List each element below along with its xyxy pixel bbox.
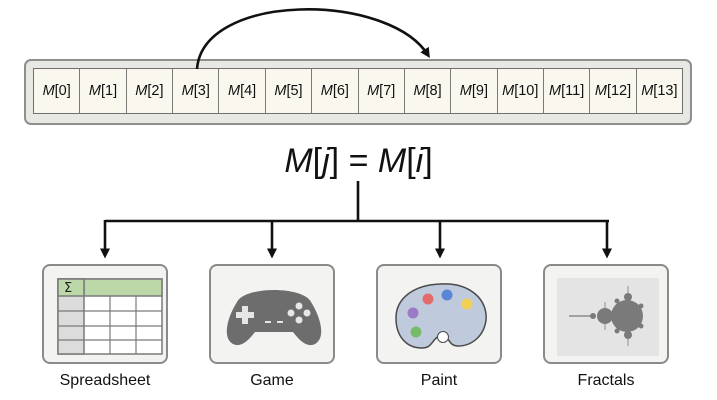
- memory-cell-9: M[9]: [451, 69, 498, 113]
- memory-cell-0: M[0]: [34, 69, 81, 113]
- formula-lhs-close: ]: [329, 142, 340, 180]
- cell-index: [13]: [653, 83, 678, 99]
- memory-cell-8: M[8]: [405, 69, 452, 113]
- formula-lhs-open: [: [312, 142, 323, 180]
- cell-array-name: M: [274, 83, 287, 99]
- cell-array-name: M: [459, 83, 472, 99]
- formula-rhs-close: ]: [423, 142, 433, 180]
- tree-connector: [105, 181, 609, 223]
- cell-index: [10]: [514, 83, 539, 99]
- cell-array-name: M: [42, 83, 55, 99]
- formula-lhs-var: M: [284, 142, 313, 180]
- cell-index: [6]: [332, 83, 349, 99]
- memory-cell-7: M[7]: [359, 69, 405, 113]
- cell-index: [7]: [379, 83, 396, 99]
- cell-index: [5]: [286, 83, 303, 99]
- cell-array-name: M: [594, 83, 607, 99]
- memory-cell-5: M[5]: [266, 69, 313, 113]
- memory-cell-4: M[4]: [219, 69, 266, 113]
- paint-palette-icon: [395, 283, 487, 349]
- cell-array-name: M: [502, 83, 515, 99]
- assignment-formula: M[j] = M[i]: [0, 139, 717, 183]
- cell-index: [1]: [101, 83, 118, 99]
- formula-rhs-var: M: [377, 142, 407, 180]
- cell-index: [8]: [425, 83, 442, 99]
- memory-cell-10: M[10]: [498, 69, 544, 113]
- cell-array-name: M: [549, 83, 562, 99]
- fractals-label: Fractals: [577, 372, 635, 389]
- cell-array-name: M: [88, 83, 102, 99]
- memory-cell-3: M[3]: [173, 69, 220, 113]
- memory-cell-13: M[13]: [637, 69, 682, 113]
- cell-array-name: M: [641, 83, 654, 99]
- paint-card: [376, 264, 502, 364]
- gamepad-icon: [226, 290, 322, 346]
- cell-index: [9]: [471, 83, 489, 99]
- cell-index: [11]: [561, 83, 585, 99]
- mandelbrot-fractal-icon: [557, 278, 659, 356]
- cell-index: [2]: [147, 83, 164, 99]
- memory-cell-11: M[11]: [544, 69, 591, 113]
- cell-array-name: M: [413, 83, 426, 99]
- formula-lhs-index: j: [322, 142, 330, 180]
- formula-rhs-index: i: [415, 142, 424, 180]
- formula-rhs-open: [: [406, 142, 416, 180]
- cell-index: [3]: [193, 83, 210, 99]
- memory-cell-1: M[1]: [80, 69, 127, 113]
- memory-cell-2: M[2]: [127, 69, 174, 113]
- copy-arrow: [195, 8, 430, 70]
- cell-index: [4]: [240, 83, 257, 99]
- memory-cell-6: M[6]: [312, 69, 359, 113]
- fractals-card: [543, 264, 669, 364]
- memory-array: M[0]M[1]M[2]M[3]M[4]M[5]M[6]M[7]M[8]M[9]…: [33, 68, 683, 114]
- cell-array-name: M: [320, 83, 333, 99]
- paint-label: Paint: [420, 372, 458, 389]
- spreadsheet-label: Spreadsheet: [59, 372, 151, 389]
- spreadsheet-card: Σ: [42, 264, 168, 364]
- cell-index: [0]: [54, 83, 71, 99]
- cell-array-name: M: [228, 83, 241, 99]
- cell-index: [12]: [606, 83, 632, 99]
- spreadsheet-icon: Σ: [57, 278, 163, 355]
- game-card: [209, 264, 335, 364]
- cell-array-name: M: [367, 83, 380, 99]
- formula-equals: =: [339, 142, 378, 180]
- game-label: Game: [250, 372, 294, 389]
- cell-array-name: M: [135, 83, 148, 99]
- memory-cell-12: M[12]: [590, 69, 637, 113]
- cell-array-name: M: [181, 83, 194, 99]
- sigma-symbol: Σ: [64, 281, 72, 296]
